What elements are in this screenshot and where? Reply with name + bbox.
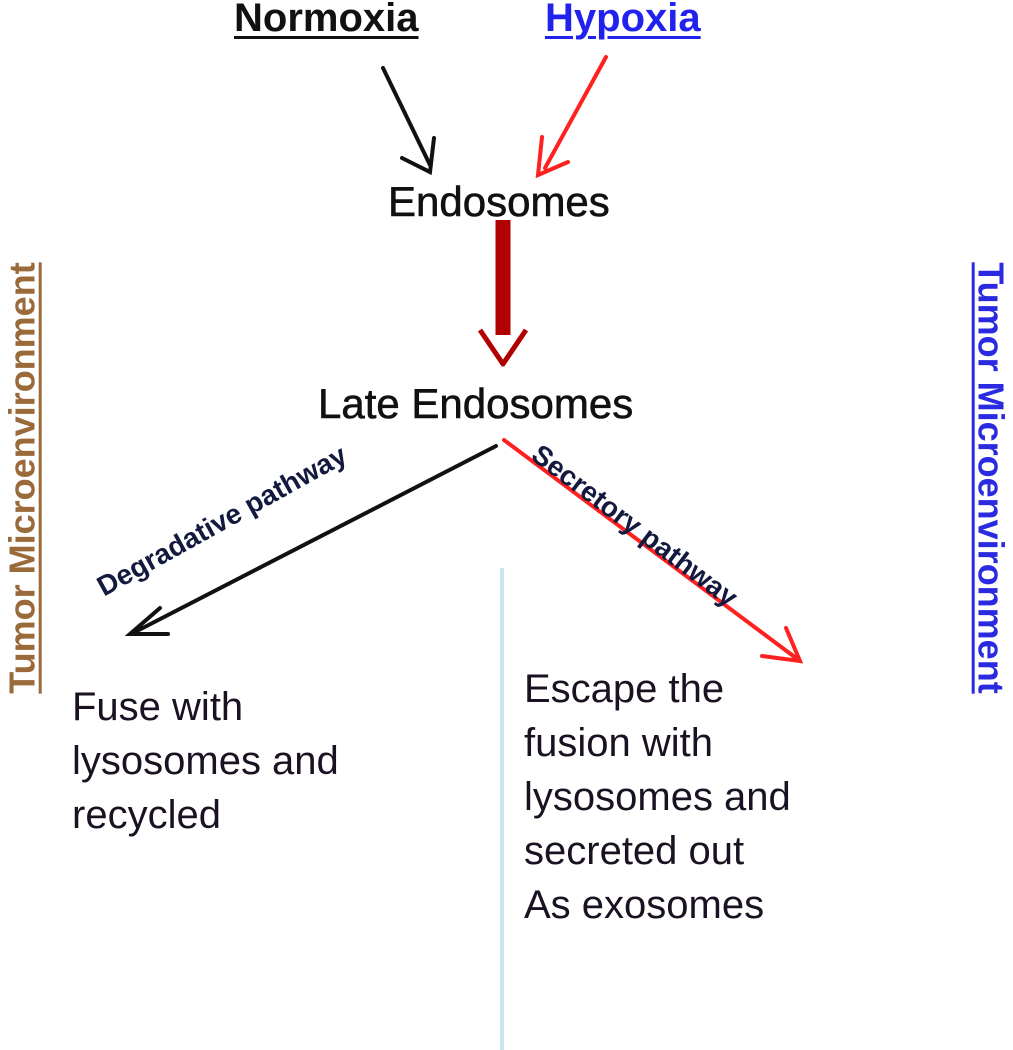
secretory-outcome-line: lysosomes and (524, 775, 791, 819)
degradative-outcome-line: Fuse with (72, 685, 244, 729)
late-endosomes-node: Late Endosomes (318, 380, 634, 428)
degradative-outcome: Fuse with lysosomes and recycled (72, 680, 339, 842)
normoxia-label: Normoxia (234, 0, 419, 40)
hypoxia-label: Hypoxia (545, 0, 701, 40)
normoxia-arrow (381, 66, 436, 176)
secretory-arrow (502, 438, 804, 664)
secretory-outcome: Escape the fusion with lysosomes and sec… (524, 662, 791, 932)
degradative-arrow (124, 444, 498, 636)
hypoxia-arrow (535, 55, 608, 179)
secretory-outcome-line: As exosomes (524, 883, 765, 927)
secretory-outcome-line: secreted out (524, 829, 745, 873)
degradative-outcome-line: lysosomes and (72, 739, 339, 783)
secretory-outcome-line: Escape the (524, 667, 725, 711)
secretory-outcome-line: fusion with (524, 721, 713, 765)
endosomes-to-late-arrow (477, 220, 529, 367)
right-side-label: Tumor Microenvironment (970, 262, 1012, 694)
degradative-outcome-line: recycled (72, 793, 221, 837)
endosomes-node: Endosomes (388, 178, 610, 226)
left-side-label: Tumor Microenvironment (1, 262, 43, 694)
